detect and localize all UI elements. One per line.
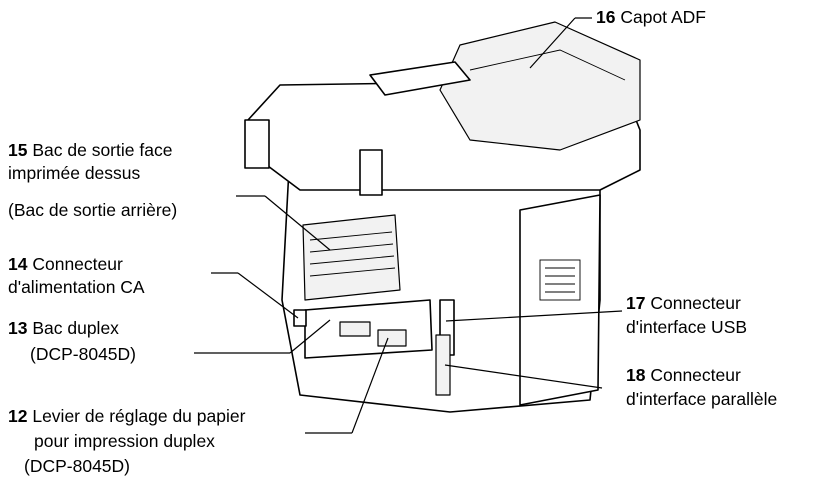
rear-output-tray: [302, 214, 401, 301]
callout-18: 18 Connecteur: [626, 364, 741, 387]
callout-text: Bac duplex: [32, 318, 119, 338]
callout-number: 14: [8, 254, 28, 274]
callout-text: Bac de sortie face: [32, 140, 173, 160]
callout-15-line3: (Bac de sortie arrière): [8, 200, 178, 220]
callout-number: 17: [626, 293, 646, 313]
callout-number: 12: [8, 406, 28, 426]
callout-15: 15 Bac de sortie face: [8, 139, 172, 162]
callout-text: Capot ADF: [620, 7, 706, 27]
callout-17: 17 Connecteur: [626, 292, 741, 315]
callout-12-line3: (DCP-8045D): [24, 456, 130, 476]
adf-cover: [439, 21, 641, 151]
callout-text: Levier de réglage du papier: [32, 406, 246, 426]
callout-text: Connecteur: [650, 365, 741, 385]
parallel-connector: [435, 334, 451, 396]
callout-18-line2: d'interface parallèle: [626, 389, 778, 409]
callout-text: Connecteur: [650, 293, 741, 313]
callout-number: 13: [8, 318, 28, 338]
side-vent: [539, 259, 581, 301]
callout-14: 14 Connecteur: [8, 253, 123, 276]
callout-15-line2: imprimée dessus: [8, 163, 141, 183]
callout-number: 18: [626, 365, 646, 385]
document-tray: [369, 61, 471, 96]
duplex-lever: [339, 321, 371, 337]
callout-16: 16 Capot ADF: [596, 6, 706, 29]
center-hinge: [359, 149, 383, 196]
callout-17-line2: d'interface USB: [626, 317, 748, 337]
callout-text: Connecteur: [32, 254, 123, 274]
callout-12: 12 Levier de réglage du papier: [8, 405, 245, 428]
callout-12-line2: pour impression duplex: [34, 431, 215, 451]
callout-number: 15: [8, 140, 28, 160]
callout-13: 13 Bac duplex: [8, 317, 119, 340]
callout-number: 16: [596, 7, 616, 27]
callout-13-line2: (DCP-8045D): [30, 344, 136, 364]
callout-14-line2: d'alimentation CA: [8, 277, 145, 297]
left-hinge: [244, 119, 270, 169]
power-connector: [293, 309, 307, 327]
